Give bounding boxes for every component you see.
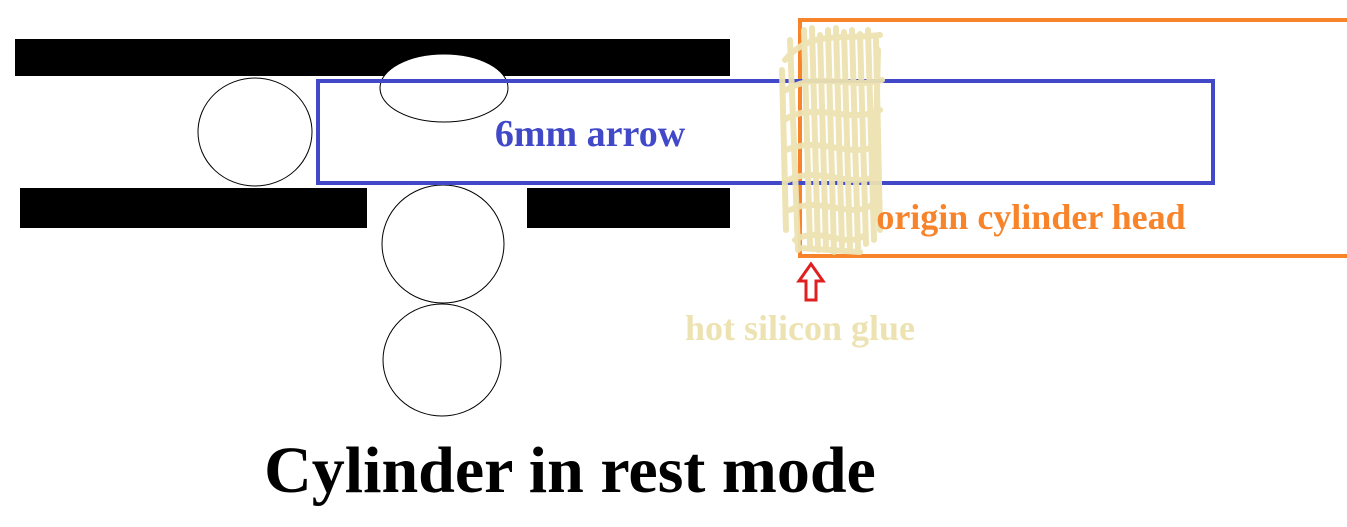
cylinder-head-outline: [798, 18, 1347, 258]
upper-ball: [379, 53, 509, 123]
left-ball: [197, 77, 313, 187]
lower-ball-2: [382, 303, 502, 417]
glue-blob: [779, 25, 885, 255]
upper-plate: [15, 39, 730, 76]
glue-label: hot silicon glue: [685, 308, 915, 348]
cylinder-head-label: origin cylinder head: [876, 197, 1185, 237]
lower-ball-1: [381, 184, 505, 304]
pointer-up-arrow-icon: [796, 261, 826, 302]
diagram-title: Cylinder in rest mode: [264, 434, 876, 507]
arrow-label: 6mm arrow: [495, 113, 686, 155]
lower-plate-right: [527, 188, 730, 228]
lower-plate-left: [20, 188, 367, 228]
arrow-rod: [316, 79, 1215, 185]
